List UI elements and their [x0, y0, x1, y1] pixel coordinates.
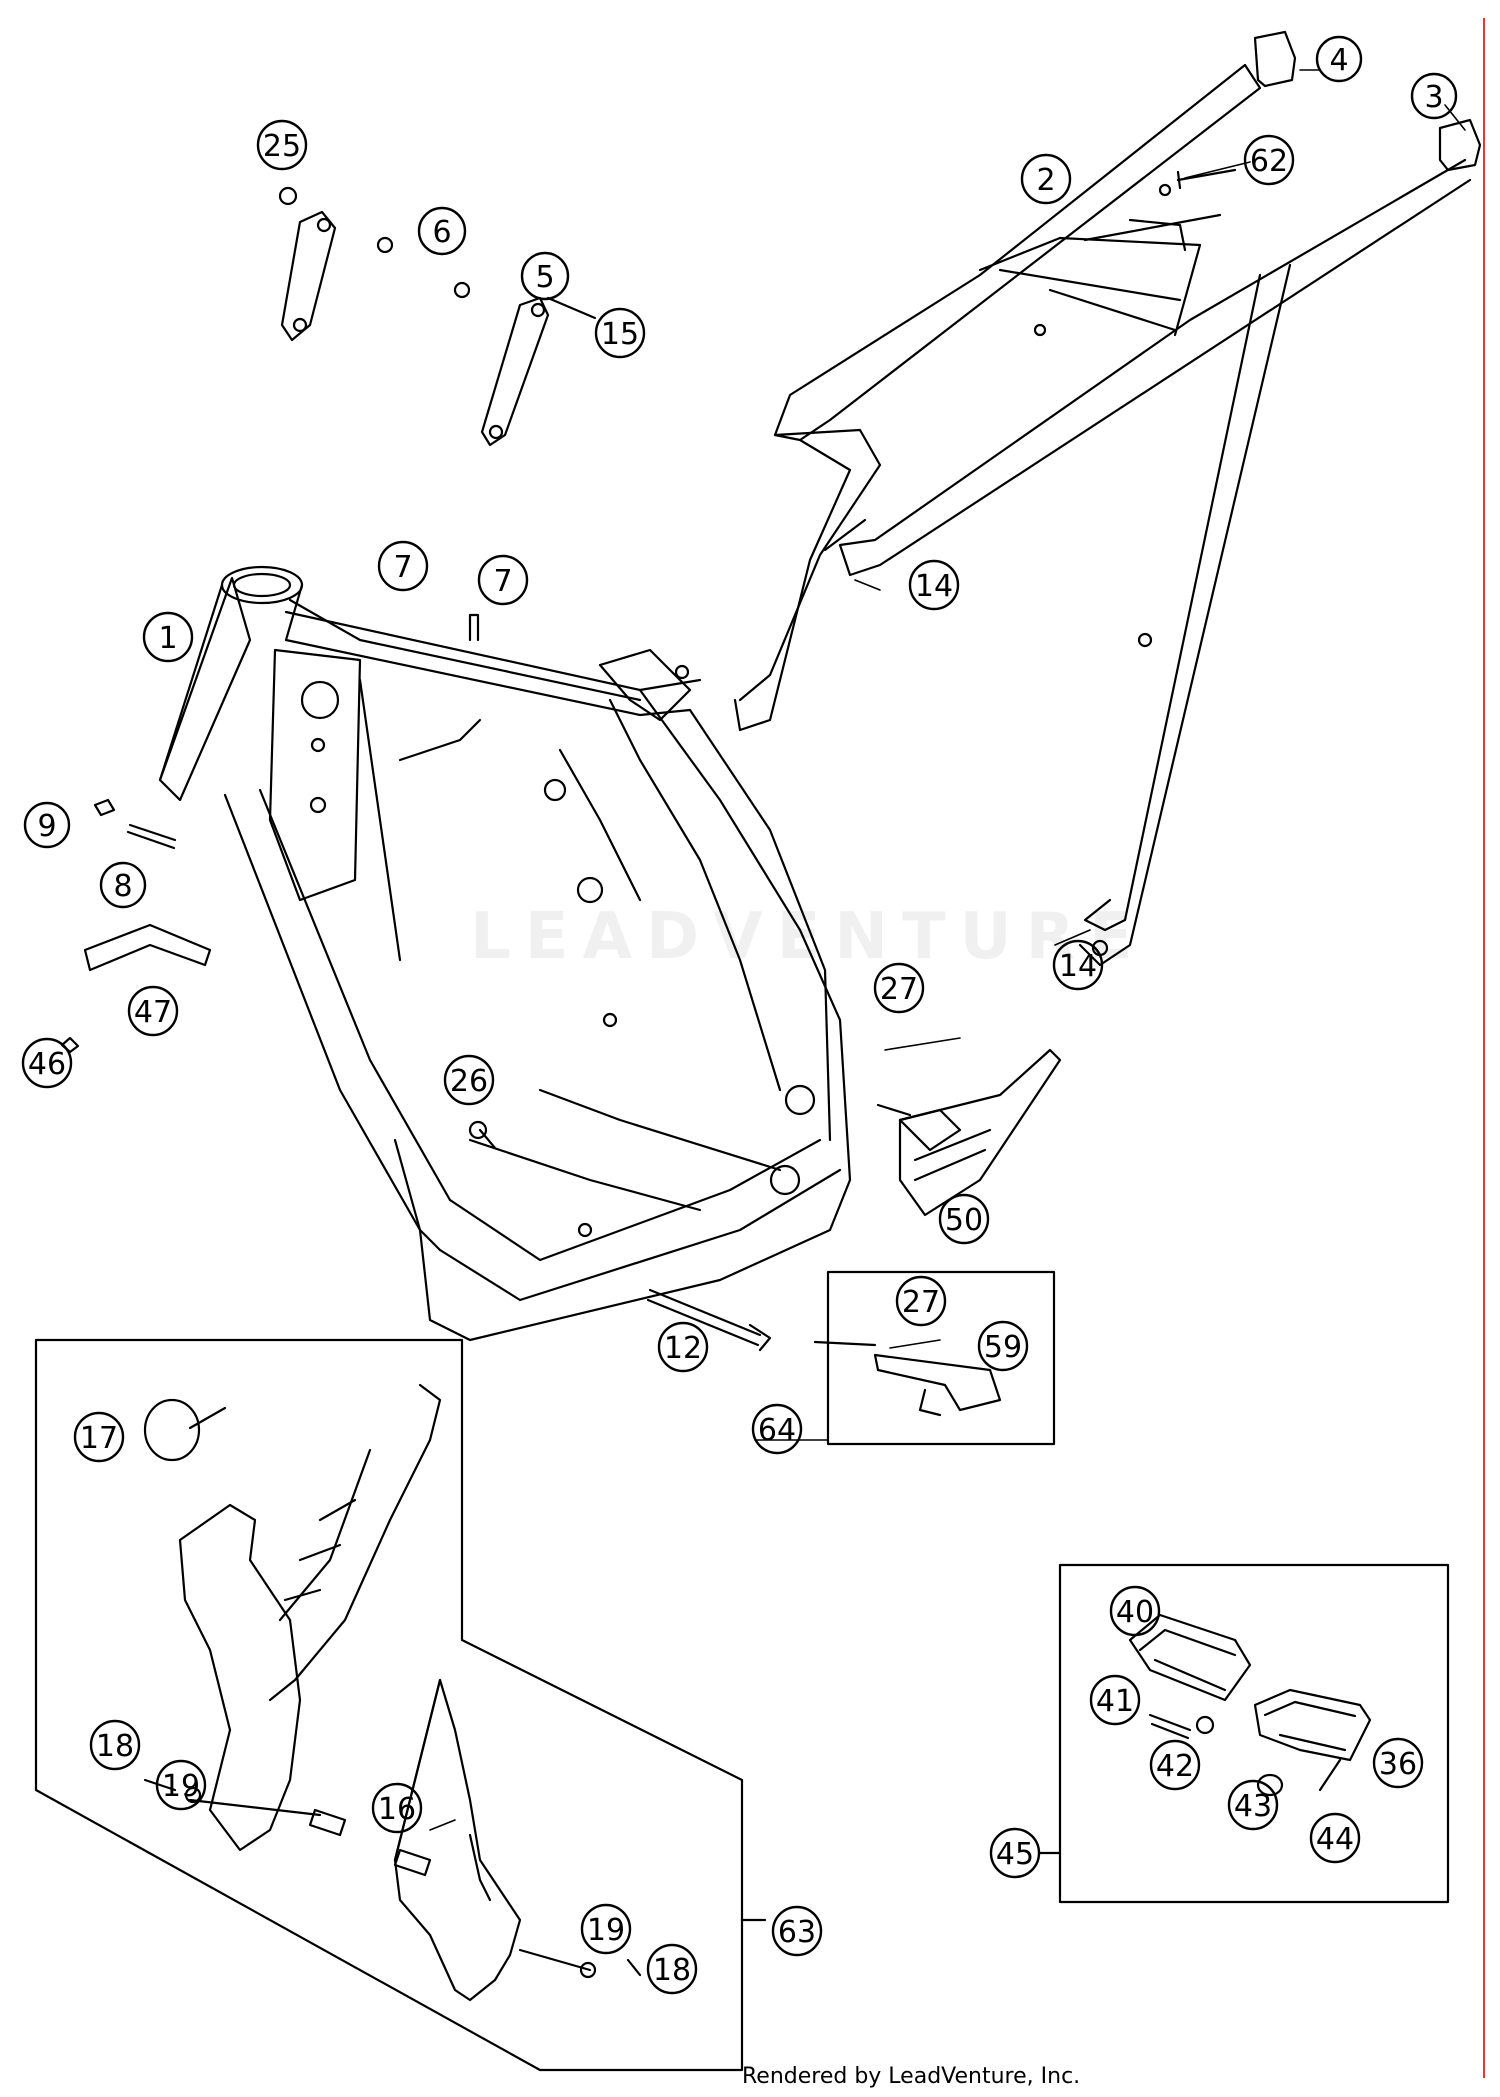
svg-text:44: 44: [1316, 1822, 1354, 1857]
svg-text:14: 14: [915, 569, 953, 604]
callout-18b: 18: [646, 1943, 698, 1995]
watermark: LEADVENTURE: [470, 900, 1147, 974]
callout-2: 2: [1020, 153, 1072, 205]
svg-text:1: 1: [158, 621, 177, 656]
callout-14a: 14: [908, 559, 960, 611]
callout-40: 40: [1109, 1585, 1161, 1637]
svg-text:2: 2: [1036, 163, 1055, 198]
svg-text:6: 6: [432, 215, 451, 250]
svg-text:19: 19: [587, 1913, 625, 1948]
callout-64: 64: [751, 1403, 803, 1455]
callout-25: 25: [256, 119, 308, 171]
callout-8: 8: [99, 861, 147, 909]
svg-text:42: 42: [1156, 1749, 1194, 1784]
svg-text:40: 40: [1116, 1595, 1154, 1630]
svg-text:9: 9: [37, 809, 56, 844]
callout-26: 26: [443, 1054, 495, 1106]
svg-text:36: 36: [1379, 1747, 1417, 1782]
callout-59: 59: [977, 1320, 1029, 1372]
svg-text:46: 46: [28, 1047, 66, 1082]
svg-text:5: 5: [535, 260, 554, 295]
callout-12: 12: [657, 1321, 709, 1373]
svg-text:18: 18: [96, 1729, 134, 1764]
callout-19b: 19: [580, 1903, 632, 1955]
svg-text:27: 27: [902, 1285, 940, 1320]
callout-16: 16: [371, 1782, 423, 1834]
footer-credit: Rendered by LeadVenture, Inc.: [742, 2064, 1081, 2089]
svg-text:47: 47: [134, 995, 172, 1030]
svg-text:16: 16: [378, 1792, 416, 1827]
callout-4: 4: [1315, 35, 1363, 83]
callout-27b: 27: [895, 1275, 947, 1327]
callout-19a: 19: [155, 1759, 207, 1811]
svg-text:19: 19: [162, 1769, 200, 1804]
callout-3: 3: [1410, 72, 1458, 120]
svg-text:12: 12: [664, 1331, 702, 1366]
svg-text:63: 63: [778, 1915, 816, 1950]
svg-text:4: 4: [1329, 43, 1348, 78]
svg-text:62: 62: [1250, 144, 1288, 179]
frame-guard-box: [34, 1338, 767, 2072]
svg-text:41: 41: [1096, 1684, 1134, 1719]
callout-46: 46: [21, 1037, 73, 1089]
svg-text:27: 27: [880, 972, 918, 1007]
callout-45: 45: [989, 1827, 1041, 1879]
callout-5: 5: [520, 251, 570, 301]
callout-6: 6: [417, 206, 467, 256]
callout-42: 42: [1149, 1739, 1201, 1791]
callout-1: 1: [142, 611, 194, 663]
svg-text:50: 50: [945, 1203, 983, 1238]
callout-27a: 27: [873, 962, 925, 1014]
callout-47: 47: [127, 985, 179, 1037]
callout-63: 63: [771, 1905, 823, 1957]
svg-text:18: 18: [653, 1953, 691, 1988]
bolt-12: [646, 1288, 772, 1352]
callout-41: 41: [1089, 1674, 1141, 1726]
svg-text:59: 59: [984, 1330, 1022, 1365]
svg-text:26: 26: [450, 1064, 488, 1099]
callout-14b: 14: [1052, 939, 1104, 991]
svg-text:15: 15: [601, 317, 639, 352]
svg-text:43: 43: [1234, 1789, 1272, 1824]
callout-7a: 7: [377, 540, 429, 592]
chain-guide: [876, 1048, 1062, 1217]
svg-text:64: 64: [758, 1413, 796, 1448]
callout-9: 9: [23, 801, 71, 849]
svg-text:7: 7: [393, 550, 412, 585]
callout-18a: 18: [89, 1719, 141, 1771]
chain-slider-box: [813, 1270, 1056, 1446]
callout-36: 36: [1372, 1737, 1424, 1789]
subframe-end-caps: [1253, 30, 1482, 172]
svg-text:3: 3: [1424, 80, 1443, 115]
callout-50: 50: [938, 1193, 990, 1245]
callout-15: 15: [594, 307, 646, 359]
callout-62: 62: [1243, 134, 1295, 186]
svg-text:25: 25: [263, 129, 301, 164]
main-frame: [158, 565, 852, 1342]
svg-text:17: 17: [80, 1421, 118, 1456]
right-edge-line: [1483, 18, 1485, 2078]
small-hardware: [60, 798, 497, 1150]
footpeg-box: [1038, 1563, 1450, 1904]
svg-text:8: 8: [113, 869, 132, 904]
callout-43: 43: [1227, 1779, 1279, 1831]
callouts: 1 2 3 4 5 6 7 7 8 9 12 14 14 15 16 17 18…: [21, 35, 1458, 1995]
svg-text:14: 14: [1059, 949, 1097, 984]
callout-7b: 7: [477, 554, 529, 606]
callout-44: 44: [1309, 1812, 1361, 1864]
leader-lines: [429, 69, 1466, 1831]
svg-text:45: 45: [996, 1837, 1034, 1872]
svg-text:7: 7: [493, 564, 512, 599]
bolt-62: [1176, 168, 1237, 190]
rear-subframe: [733, 63, 1472, 967]
callout-17: 17: [73, 1411, 125, 1463]
